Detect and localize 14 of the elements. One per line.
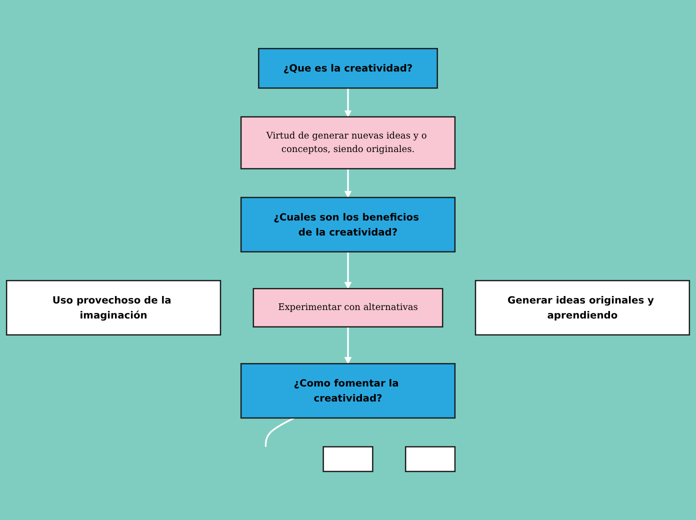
node-box [322, 446, 374, 472]
node-box [404, 446, 456, 472]
node-box: Virtud de generar nuevas ideas y o conceptos, siendo originales. [240, 116, 456, 170]
node-box: ¿Como fomentar la creatividad? [240, 363, 456, 419]
arrow [344, 326, 352, 364]
node-box: ¿Que es la creatividad? [258, 48, 438, 89]
arrow [344, 88, 352, 118]
node-box: Generar ideas originales y aprendiendo [474, 280, 690, 336]
node-box: Experimentar con alternativas [252, 288, 444, 328]
arrow [344, 168, 352, 198]
connector [264, 417, 295, 447]
arrow [344, 252, 352, 289]
node-box: ¿Cuales son los beneficios de la creatividad? [240, 196, 456, 252]
node-box: Uso provechoso de la imaginación [6, 280, 222, 336]
